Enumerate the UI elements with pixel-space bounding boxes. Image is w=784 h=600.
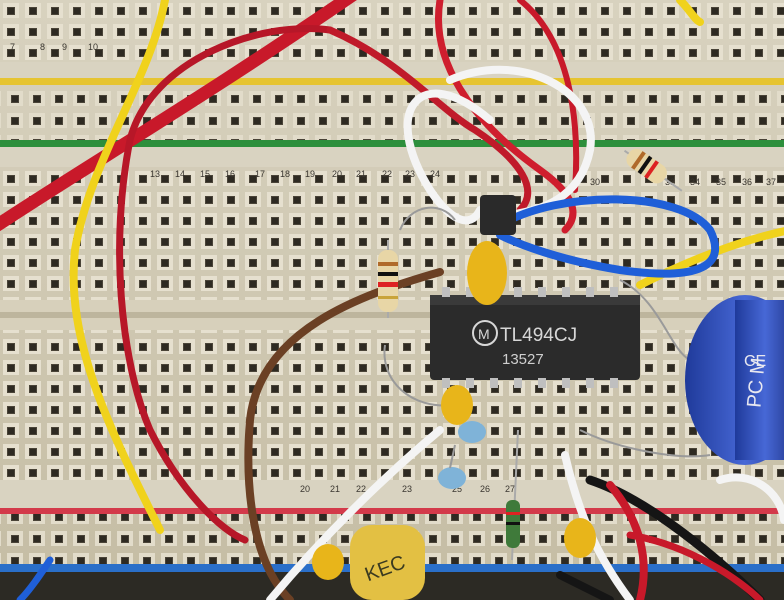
svg-text:25: 25 xyxy=(452,484,462,494)
rail-line-green xyxy=(0,140,784,147)
svg-text:10: 10 xyxy=(88,42,98,52)
svg-text:23: 23 xyxy=(402,484,412,494)
svg-text:26: 26 xyxy=(480,484,490,494)
resistor-bottom xyxy=(506,429,520,561)
svg-text:27: 27 xyxy=(505,484,515,494)
svg-text:34: 34 xyxy=(690,177,700,187)
svg-text:23: 23 xyxy=(405,169,415,179)
svg-text:37: 37 xyxy=(766,177,776,187)
rail-line-yellow xyxy=(0,78,784,85)
svg-text:19: 19 xyxy=(305,169,315,179)
svg-text:22: 22 xyxy=(382,169,392,179)
blue-diode-bottom xyxy=(438,467,466,489)
brown-wire xyxy=(244,268,444,600)
resistor-top-right xyxy=(623,148,683,192)
ceramic-cap-left xyxy=(312,544,344,580)
svg-text:21: 21 xyxy=(356,169,366,179)
svg-text:18: 18 xyxy=(280,169,290,179)
svg-text:8: 8 xyxy=(40,42,45,52)
white-wire-bottom xyxy=(266,426,444,600)
svg-text:20: 20 xyxy=(300,484,310,494)
ceramic-cap-bottom xyxy=(564,518,596,558)
yellow-wire-left xyxy=(69,0,169,534)
red-wire-loop xyxy=(435,0,577,234)
chip-part-number: TL494CJ xyxy=(500,325,577,346)
blue-diode-top xyxy=(458,421,486,443)
svg-text:PC M: PC M xyxy=(743,357,769,409)
chip-date-code: 13527 xyxy=(502,351,544,368)
ceramic-cap-top xyxy=(467,241,507,305)
svg-text:15: 15 xyxy=(200,169,210,179)
white-wire-loop xyxy=(403,89,494,225)
svg-text:24: 24 xyxy=(430,169,440,179)
red-wire-left xyxy=(116,25,334,544)
svg-text:14: 14 xyxy=(175,169,185,179)
transistor xyxy=(480,195,516,235)
ic-chip: M TL494CJ 13527 xyxy=(430,287,640,388)
rail-line-red xyxy=(0,508,784,514)
svg-text:21: 21 xyxy=(330,484,340,494)
film-capacitor: KEC xyxy=(350,525,425,600)
blue-wire xyxy=(496,195,720,278)
svg-text:7: 7 xyxy=(10,42,15,52)
svg-text:13: 13 xyxy=(150,169,160,179)
svg-text:9: 9 xyxy=(62,42,67,52)
red-wire-top xyxy=(326,26,532,214)
svg-text:M: M xyxy=(478,326,490,342)
svg-text:CE: CE xyxy=(744,353,766,370)
svg-text:17: 17 xyxy=(255,169,265,179)
motorola-logo xyxy=(472,320,498,346)
svg-text:36: 36 xyxy=(742,177,752,187)
red-wire-main xyxy=(0,0,357,232)
top-hole-grid xyxy=(0,0,784,62)
resistor-left xyxy=(378,240,398,318)
main-lower-holes xyxy=(0,330,784,480)
svg-text:16: 16 xyxy=(225,169,235,179)
svg-text:30: 30 xyxy=(590,177,600,187)
svg-text:35: 35 xyxy=(716,177,726,187)
svg-text:20: 20 xyxy=(332,169,342,179)
svg-text:22: 22 xyxy=(356,484,366,494)
ceramic-cap-mid xyxy=(441,385,473,425)
electrolytic-capacitor: PC M CE xyxy=(685,295,784,465)
